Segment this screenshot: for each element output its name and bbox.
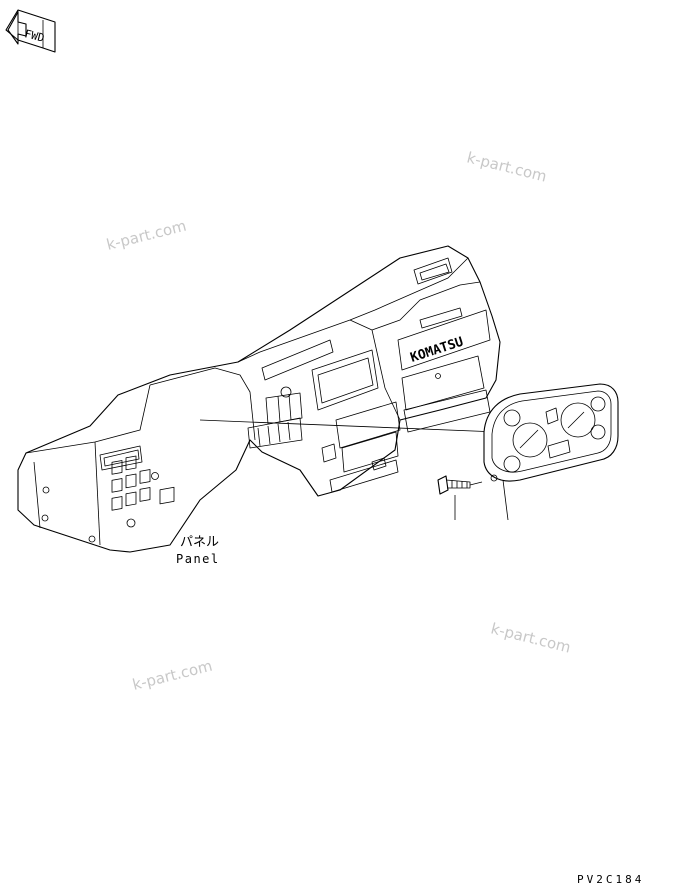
arrow-left-icon — [7, 11, 27, 45]
watermark-4: k-part.com — [131, 657, 215, 694]
fwd-label: FWD — [23, 27, 45, 44]
watermark-2: k-part.com — [105, 217, 189, 254]
panel-label-jp: パネル — [180, 535, 219, 550]
dashboard-panel: KOMATSU — [17, 245, 501, 553]
watermark-1: k-part.com — [465, 148, 549, 185]
mounting-screw — [437, 475, 483, 495]
fwd-direction-badge: FWD — [5, 9, 56, 53]
cluster-callout-line — [502, 479, 509, 521]
instrument-cluster — [483, 383, 619, 482]
watermark-3: k-part.com — [489, 619, 573, 656]
panel-label-en: Panel — [176, 552, 220, 566]
figure-code: PV2C184 — [577, 873, 644, 886]
assembly-leader-line — [199, 419, 499, 433]
